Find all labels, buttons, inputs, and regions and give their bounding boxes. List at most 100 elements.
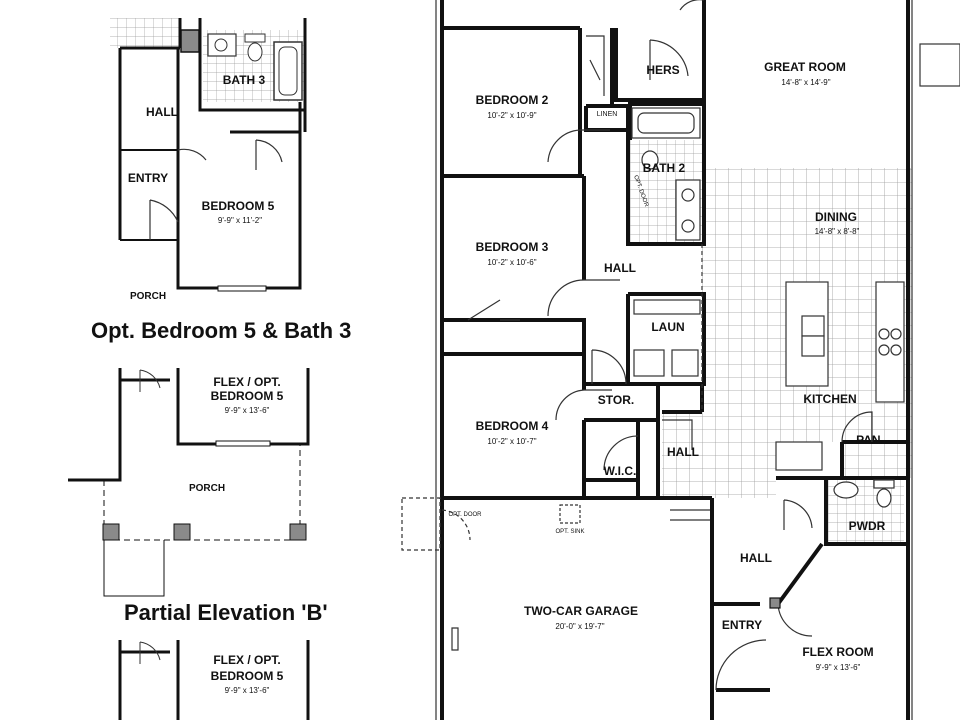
sink-icon <box>801 335 825 357</box>
wic-walls <box>582 420 640 498</box>
room-label-hall-mid: HALL <box>667 445 699 459</box>
room-label-pwdr: PWDR <box>849 519 886 533</box>
bathtub-inner <box>637 112 695 134</box>
sink-icon <box>214 38 228 52</box>
hers-walls <box>614 28 706 102</box>
room-label-garage: TWO-CAR GARAGE <box>524 604 638 618</box>
door-swing-bed4 <box>555 389 612 421</box>
fridge <box>775 441 823 471</box>
room-label-bath2: BATH 2 <box>643 161 686 175</box>
door-swing-wic <box>603 435 639 471</box>
room-label-entry-opt: ENTRY <box>128 171 168 185</box>
room-label-entry: ENTRY <box>722 618 762 632</box>
door-swing-bed5 <box>255 139 283 170</box>
garage-stairs <box>670 509 710 521</box>
toilet-bowl-icon <box>641 150 659 170</box>
opt-door-swing <box>441 509 471 541</box>
cooktop-burner-icon <box>878 328 890 340</box>
door-swing-bed2 <box>547 129 610 163</box>
window <box>215 440 271 447</box>
great-room-walls <box>702 0 910 720</box>
door-swing-top <box>679 0 704 11</box>
sink-icon <box>681 188 695 202</box>
porch-b-step <box>103 540 165 597</box>
room-label-bedroom5: BEDROOM 5 <box>202 199 275 213</box>
label-opt-sink: OPT. SINK <box>555 529 584 535</box>
room-label-great-room: GREAT ROOM <box>764 60 846 74</box>
sink-icon <box>681 219 695 233</box>
door-swing-entry <box>715 639 767 691</box>
column <box>102 523 120 541</box>
column <box>173 523 191 541</box>
room-label-porch-opt: PORCH <box>130 291 166 302</box>
toilet-tank <box>244 33 266 43</box>
room-label-linen: LINEN <box>597 111 618 118</box>
tile-floor-top-left <box>110 18 180 48</box>
flex-opt-c-detail <box>118 640 310 720</box>
caption-partial-elevation-b: Partial Elevation 'B' <box>124 600 328 625</box>
pwdr-sink-icon <box>833 481 859 499</box>
tile-floor <box>630 140 912 544</box>
room-label-pantry: PAN. <box>856 433 884 447</box>
room-dims-flex-room: 9'-9" x 13'-6" <box>816 663 861 672</box>
room-label-bath3: BATH 3 <box>223 73 266 87</box>
room-dims-bedroom3: 10'-2" x 10'-6" <box>487 258 536 267</box>
column <box>289 523 307 541</box>
column <box>180 29 200 53</box>
main-walls <box>440 0 910 720</box>
pantry-door <box>841 411 873 443</box>
flex-opt-b-detail <box>68 368 310 597</box>
room-label-dining: DINING <box>815 210 857 224</box>
bath2-walls <box>626 102 706 246</box>
door-swing-pwdr <box>783 499 813 530</box>
door-swing-hall-lower <box>662 419 693 450</box>
room-label-flex-room: FLEX ROOM <box>802 645 873 659</box>
porch-b-outline <box>103 444 301 541</box>
door-swing-hers <box>649 39 689 80</box>
door-swing-bed3 <box>547 279 620 317</box>
toilet-bowl-icon <box>876 488 892 508</box>
fixtures <box>631 107 905 508</box>
cooktop-burner-icon <box>890 328 902 340</box>
room-label-bedroom3: BEDROOM 3 <box>476 240 549 254</box>
plan-details <box>401 0 960 720</box>
opt-sink-box <box>559 504 581 524</box>
room-label-laun: LAUN <box>651 320 684 334</box>
pantry-walls <box>840 440 908 478</box>
door-swing-stor <box>591 349 627 385</box>
room-dims-dining: 14'-8" x 8'-8" <box>815 227 860 236</box>
room-label-hall-opt: HALL <box>146 105 178 119</box>
dryer <box>633 349 665 377</box>
window-great-room <box>919 43 960 87</box>
room-dims-bedroom5: 9'-9" x 11'-2" <box>218 216 262 225</box>
flex-room-walls <box>712 542 824 606</box>
room-label-bedroom2: BEDROOM 2 <box>476 93 549 107</box>
cooktop-burner-icon <box>890 344 902 356</box>
bedroom2-walls <box>442 28 584 178</box>
pwdr-walls <box>776 476 908 546</box>
cooktop-burner-icon <box>878 344 890 356</box>
door-swing-hall <box>177 148 207 161</box>
linen-walls <box>584 104 630 132</box>
laun-shelf <box>633 299 701 315</box>
room-dims-bedroom2: 10'-2" x 10'-9" <box>487 111 536 120</box>
door-swing-entry <box>149 199 179 240</box>
flex-c-wall <box>118 640 310 720</box>
room-label-hers: HERS <box>646 63 679 77</box>
room-label-flex-b-1: FLEX / OPT. <box>213 375 280 389</box>
room-label-flex-c-1: FLEX / OPT. <box>213 653 280 667</box>
room-label-flex-c-2: BEDROOM 5 <box>211 669 284 683</box>
door-swing-flex <box>777 603 813 637</box>
door-swing-flex-b <box>139 369 161 392</box>
room-label-kitchen: KITCHEN <box>803 392 856 406</box>
window <box>217 285 267 292</box>
closet-doors-bed2 <box>586 35 605 96</box>
sink-icon <box>801 315 825 337</box>
entry-column <box>769 597 781 609</box>
bedroom3-walls <box>442 176 586 356</box>
opt-door-garage-side <box>401 497 441 551</box>
room-label-porch-b: PORCH <box>189 483 225 494</box>
closet-doors-bed3 <box>467 299 520 321</box>
room-label-flex-b-2: BEDROOM 5 <box>211 389 284 403</box>
